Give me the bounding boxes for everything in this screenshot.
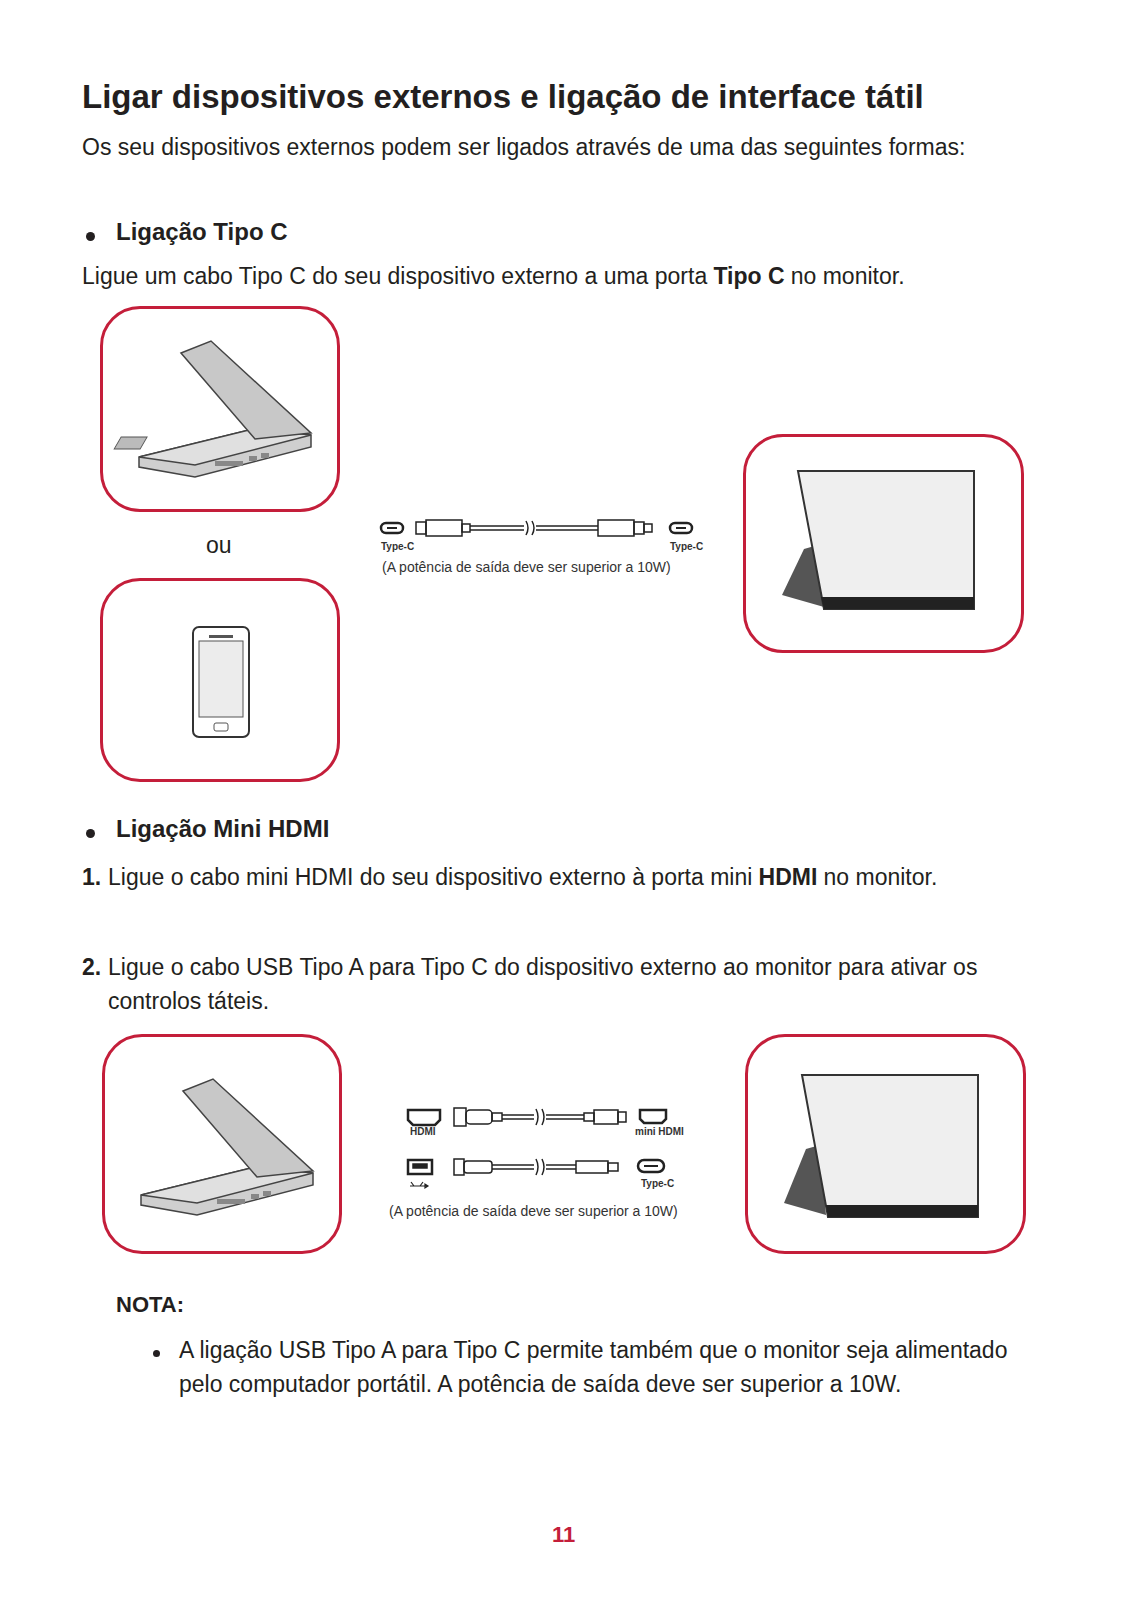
device-frame [100,578,340,782]
device-frame [743,434,1024,653]
instruction-text: no monitor. [791,263,905,289]
connector-label: Type-C [381,541,414,552]
port-name: HDMI [759,864,818,890]
phone-illustration [103,581,337,779]
connector-label: Type-C [641,1178,674,1189]
note-text: A ligação USB Tipo A para Tipo C permite… [179,1333,1009,1401]
instruction-text: Ligue o cabo mini HDMI do seu dispositiv… [108,864,752,890]
section-heading: Ligação Tipo C [116,218,288,246]
instruction-text: Ligue um cabo Tipo C do seu dispositivo … [82,263,707,289]
connector-label: Type-C [670,541,703,552]
note-heading: NOTA: [116,1292,184,1318]
monitor-illustration [748,1037,1023,1251]
section-heading: Ligação Mini HDMI [116,815,329,843]
laptop-illustration [105,1037,339,1251]
numbered-step: 2. Ligue o cabo USB Tipo A para Tipo C d… [82,950,1062,1018]
device-frame [745,1034,1026,1254]
bullet-dot [153,1350,160,1357]
power-caption: (A potência de saída deve ser superior a… [389,1203,678,1219]
instruction-line: Ligue um cabo Tipo C do seu dispositivo … [82,259,1082,293]
page-number: 11 [552,1522,575,1548]
connector-label: mini HDMI [635,1126,684,1137]
port-name: Tipo C [713,263,784,289]
connector-label: HDMI [410,1126,436,1137]
page-title: Ligar dispositivos externos e ligação de… [82,78,924,116]
intro-paragraph: Os seu dispositivos externos podem ser l… [82,130,1042,164]
numbered-step: 1. Ligue o cabo mini HDMI do seu disposi… [82,860,1062,894]
bullet-dot [86,829,95,838]
power-caption: (A potência de saída deve ser superior a… [382,559,671,575]
usb-c-cable [378,518,708,546]
instruction-text: no monitor. [824,864,938,890]
bullet-dot [86,232,95,241]
device-frame [102,1034,342,1254]
monitor-illustration [746,437,1021,650]
step-number: 2. [82,950,108,1018]
step-number: 1. [82,860,108,894]
laptop-illustration [103,309,337,509]
or-label: ou [206,528,232,562]
device-frame [100,306,340,512]
instruction-text: Ligue o cabo USB Tipo A para Tipo C do d… [108,950,1062,1018]
